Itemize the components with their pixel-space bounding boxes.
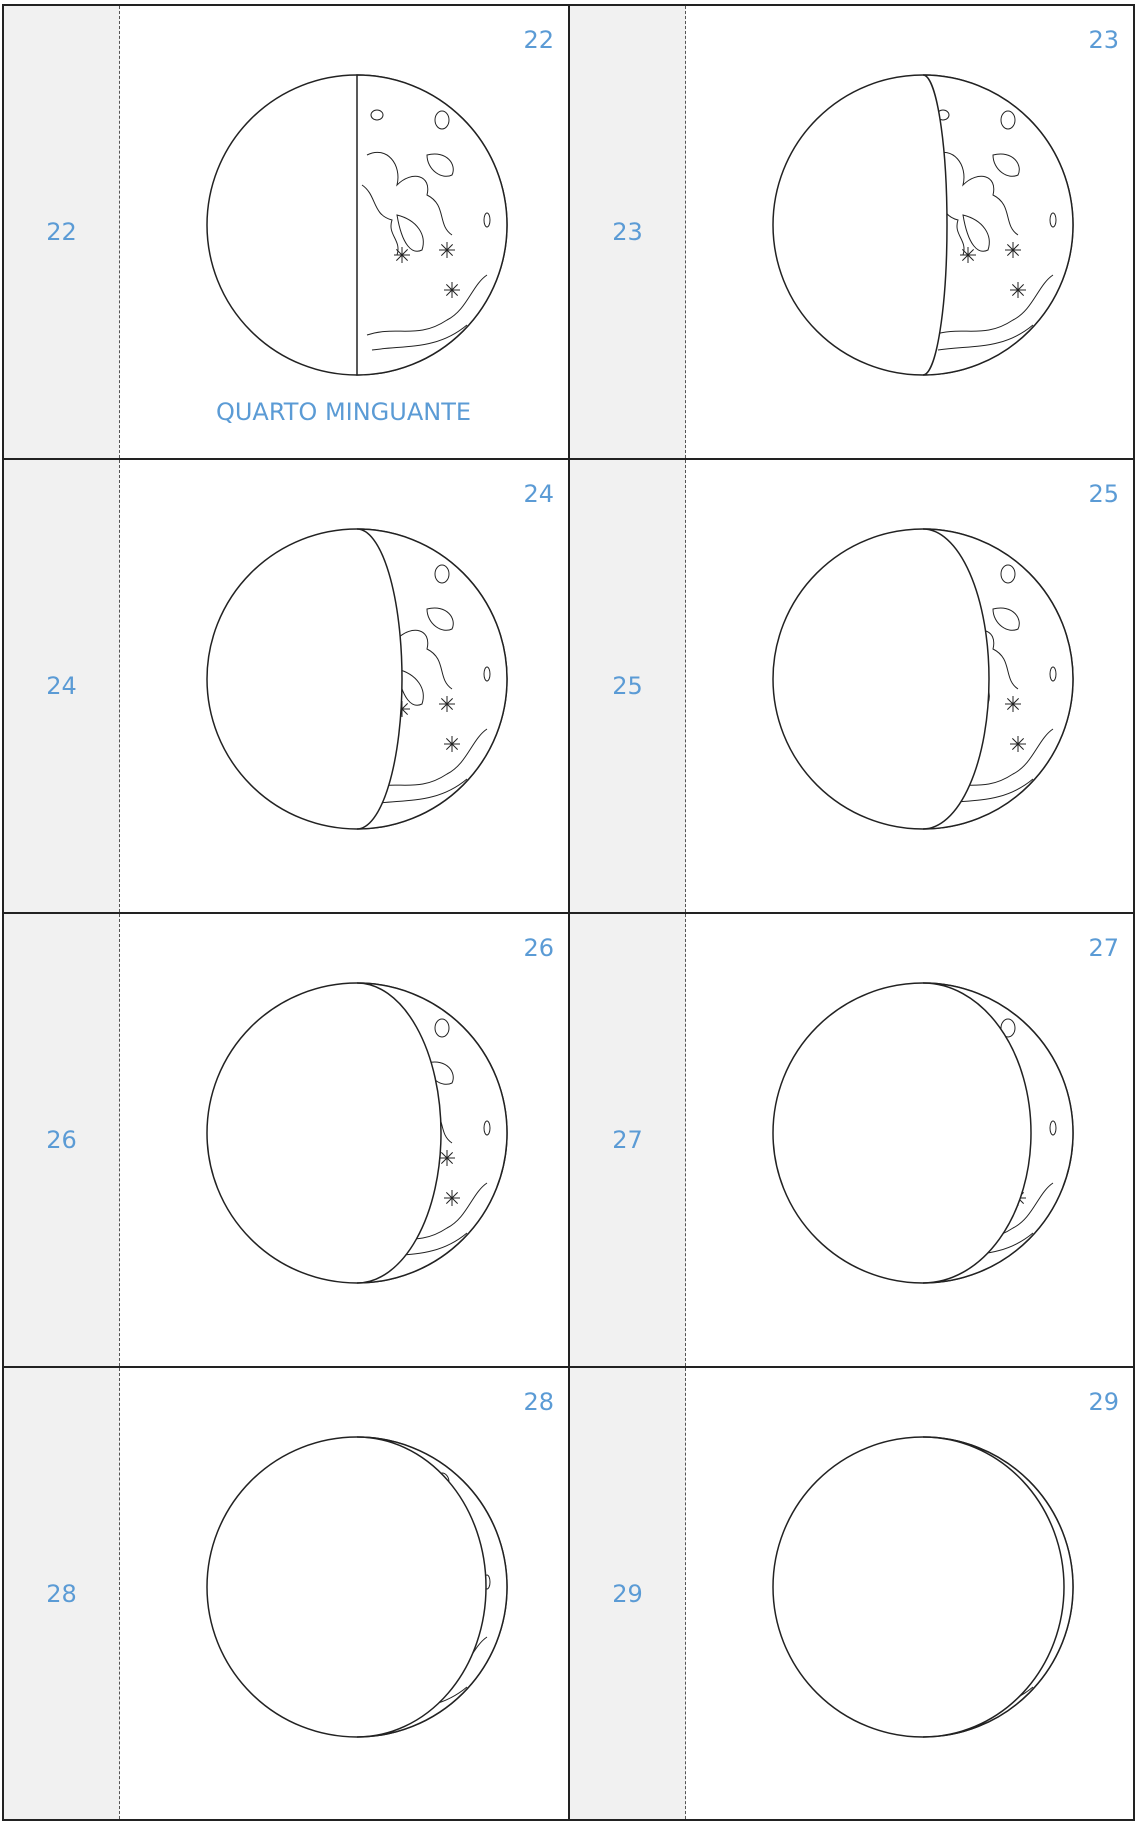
corner-number: 28 xyxy=(523,1388,554,1416)
phase-label: QUARTO MINGUANTE xyxy=(119,398,568,426)
card-tab: 24 xyxy=(4,460,120,912)
card-tab: 29 xyxy=(570,1368,686,1819)
card-tab: 25 xyxy=(570,460,686,912)
moon-card-26: 26 26 xyxy=(2,912,568,1366)
corner-number: 26 xyxy=(523,934,554,962)
corner-number: 22 xyxy=(523,26,554,54)
tab-number: 28 xyxy=(46,1580,77,1608)
tab-number: 29 xyxy=(612,1580,643,1608)
moon-illustration xyxy=(204,1434,510,1740)
corner-number: 27 xyxy=(1088,934,1119,962)
card-tab: 22 xyxy=(4,6,120,458)
moon-illustration xyxy=(204,72,510,378)
corner-number: 23 xyxy=(1088,26,1119,54)
corner-number: 29 xyxy=(1088,1388,1119,1416)
tab-number: 24 xyxy=(46,672,77,700)
corner-number: 24 xyxy=(523,480,554,508)
moon-illustration xyxy=(204,980,510,1286)
card-tab: 28 xyxy=(4,1368,120,1819)
moon-card-25: 25 25 xyxy=(568,458,1135,912)
tab-number: 26 xyxy=(46,1126,77,1154)
moon-illustration xyxy=(770,72,1076,378)
moon-card-24: 24 24 xyxy=(2,458,568,912)
moon-illustration xyxy=(204,526,510,832)
corner-number: 25 xyxy=(1088,480,1119,508)
moon-illustration xyxy=(770,526,1076,832)
card-tab: 27 xyxy=(570,914,686,1366)
card-tab: 26 xyxy=(4,914,120,1366)
card-tab: 23 xyxy=(570,6,686,458)
moon-illustration xyxy=(770,1434,1076,1740)
moon-illustration xyxy=(770,980,1076,1286)
moon-card-23: 23 23 xyxy=(568,4,1135,458)
tab-number: 22 xyxy=(46,218,77,246)
moon-card-27: 27 27 xyxy=(568,912,1135,1366)
moon-card-28: 28 28 xyxy=(2,1366,568,1821)
moon-card-29: 29 29 xyxy=(568,1366,1135,1821)
tab-number: 25 xyxy=(612,672,643,700)
tab-number: 27 xyxy=(612,1126,643,1154)
tab-number: 23 xyxy=(612,218,643,246)
